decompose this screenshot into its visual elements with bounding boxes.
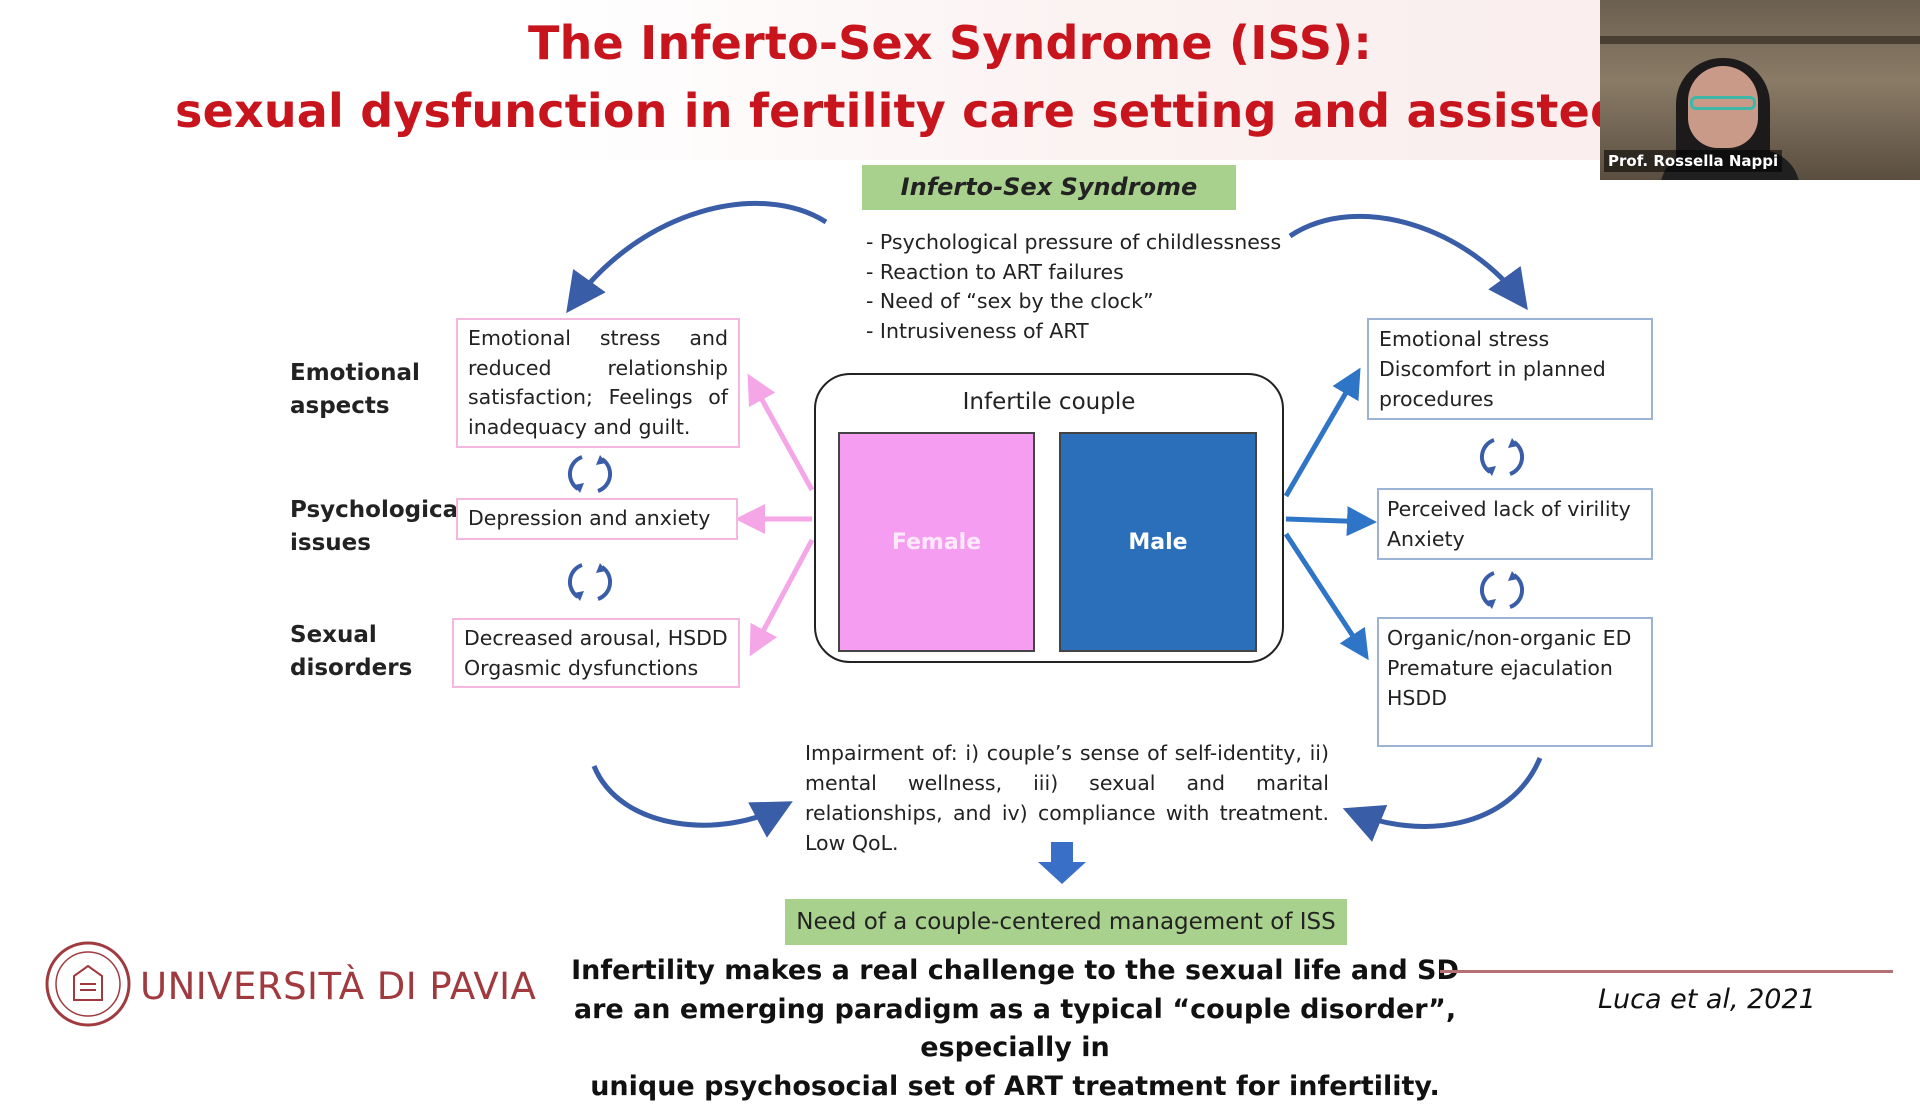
syndrome-header: Inferto-Sex Syndrome [862, 165, 1236, 210]
citation: Luca et al, 2021 [1598, 984, 1816, 1015]
female-block: Female [838, 432, 1035, 652]
causes-list: - Psychological pressure of childlessnes… [866, 228, 1281, 346]
blue-arrow-psychological [1285, 506, 1377, 537]
male-psychological-box: Perceived lack of virility Anxiety [1377, 488, 1653, 560]
blue-arrow-emotional [1283, 367, 1361, 498]
title-background [540, 0, 1600, 160]
cycle-icon [567, 455, 613, 493]
cause-item: - Reaction to ART failures [866, 259, 1124, 284]
pink-arrow-sexual [749, 538, 815, 657]
cycle-icon [1479, 438, 1525, 476]
impairment-text: Impairment of: i) couple’s sense of self… [805, 741, 1329, 855]
curved-arrow-top-right [1288, 213, 1528, 311]
down-arrow [1038, 842, 1086, 884]
male-block: Male [1059, 432, 1257, 652]
diagram-arrows [566, 201, 1543, 884]
divider-line [1440, 970, 1893, 973]
conclusion-box: Need of a couple-centered management of … [785, 899, 1347, 945]
university-name: UNIVERSITÀ DI PAVIA [140, 965, 537, 1008]
female-sexual-box: Decreased arousal, HSDD Orgasmic dysfunc… [452, 618, 740, 688]
cause-item: - Psychological pressure of childlessnes… [866, 230, 1282, 254]
slide-title-line1: The Inferto-Sex Syndrome (ISS): [528, 16, 1372, 70]
female-psychological-box: Depression and anxiety [456, 498, 738, 540]
cause-item: - Intrusiveness of ART [866, 318, 1089, 343]
presenter-name: Prof. Rossella Nappi [1604, 150, 1783, 172]
cause-item: - Need of “sex by the clock” [866, 289, 1154, 313]
female-emotional-box: Emotional stress and reduced relationshi… [456, 318, 740, 448]
presenter-webcam: Prof. Rossella Nappi [1600, 0, 1920, 180]
male-emotional-box: Emotional stress Discomfort in planned p… [1367, 318, 1653, 420]
webcam-shelf [1600, 36, 1920, 44]
slide-title-line2: sexual dysfunction in fertility care set… [175, 84, 1815, 138]
blue-arrow-sexual [1283, 532, 1369, 661]
curved-arrow-bottom-right [1342, 757, 1543, 842]
cycle-icon [567, 563, 613, 601]
summary-text: Infertility makes a real challenge to th… [571, 955, 1459, 1102]
curved-arrow-bottom-left [591, 765, 793, 838]
presenter-glasses [1690, 96, 1756, 110]
cycle-icon [1479, 571, 1525, 609]
university-seal-icon [45, 941, 131, 1027]
infertile-couple-box: Infertile couple Female Male [814, 373, 1284, 663]
curved-arrow-top-left [566, 201, 828, 314]
pink-arrow-emotional [747, 373, 815, 492]
male-sexual-box: Organic/non-organic ED Premature ejacula… [1377, 617, 1653, 747]
couple-title: Infertile couple [962, 389, 1136, 415]
